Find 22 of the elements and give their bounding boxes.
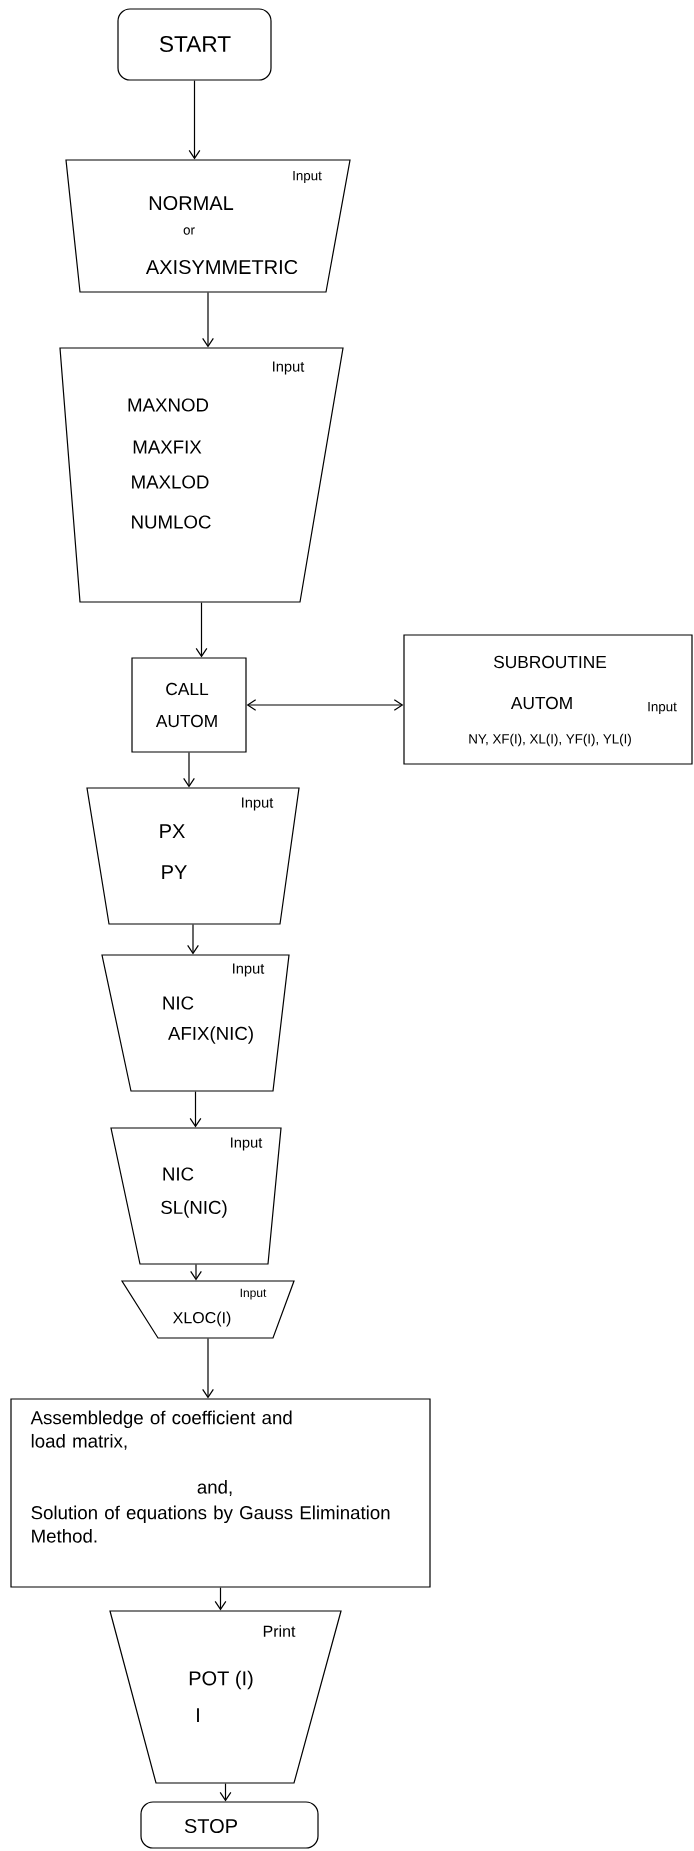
process-box: CALL AUTOM (131, 657, 247, 753)
input-output-box: Input NIC AFIX(NIC) (101, 954, 290, 1092)
arrow (187, 924, 199, 955)
arrow (190, 1264, 202, 1281)
arrow (195, 602, 208, 658)
arrow (219, 1783, 232, 1802)
process-box: SUBROUTINE AUTOM Input NY, XF(I), XL(I), YF(I), YL(I) (403, 634, 693, 765)
input-output-box: Print POT (I) I (109, 1610, 342, 1784)
input-output-box: Input NORMAL or AXISYMMETRIC (65, 159, 351, 293)
arrow (202, 1338, 214, 1399)
terminal-box: START (117, 8, 272, 81)
process-box: Assembledge of coefficient and load matrix, and, Solution of equations by Gauss Elimination Method. (10, 1398, 431, 1588)
arrow (183, 752, 195, 788)
arrow (246, 699, 404, 711)
input-output-box: Input PX PY (86, 787, 300, 925)
arrow (214, 1587, 227, 1611)
arrow (189, 1091, 202, 1128)
input-output-box: Input NIC SL(NIC) (110, 1127, 282, 1265)
arrow (202, 292, 214, 348)
terminal-box: STOP (140, 1801, 319, 1849)
input-output-box: Input MAXNOD MAXFIX MAXLOD NUMLOC (59, 347, 344, 603)
arrow (188, 80, 201, 160)
